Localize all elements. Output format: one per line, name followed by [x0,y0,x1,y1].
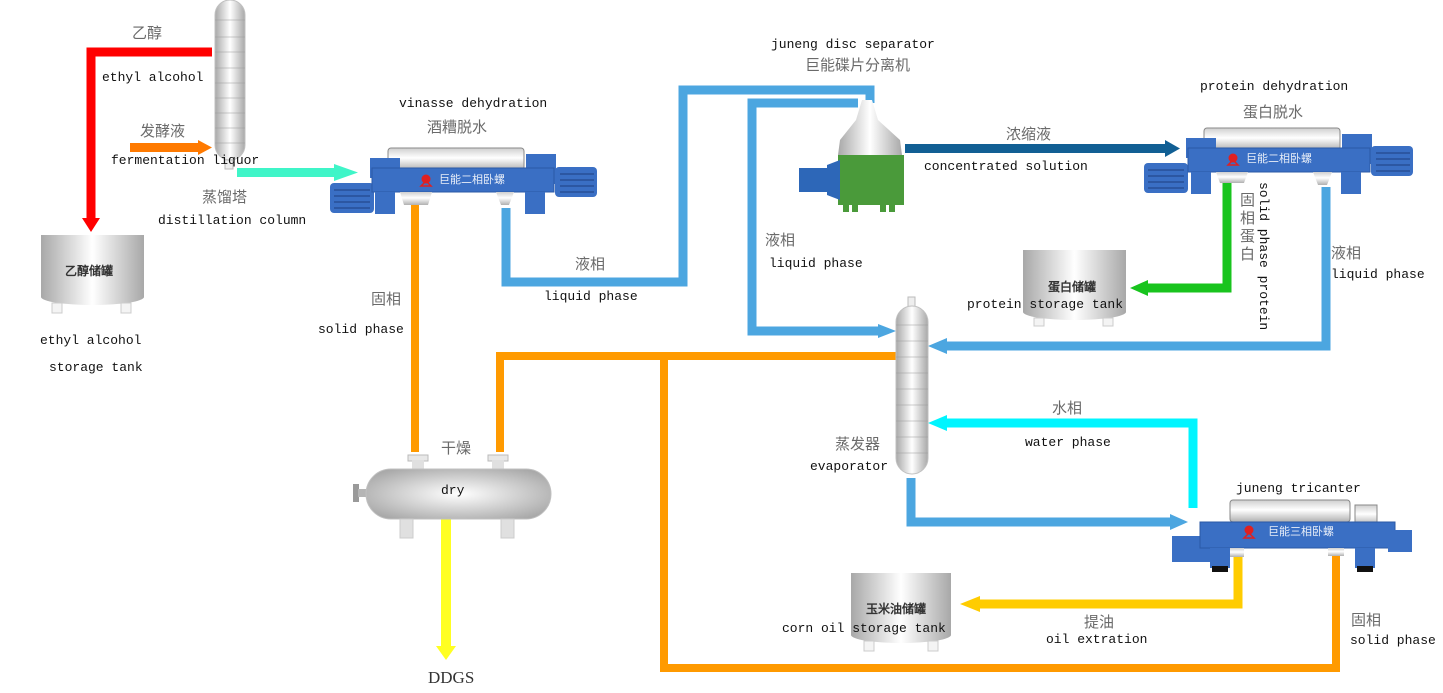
label-vinasse-decanter-cn: 酒糟脱水 [427,118,487,136]
pipe-water-phase [928,415,1198,508]
distillation-column[interactable] [214,0,246,170]
label-oil-cn: 提油 [1084,613,1114,631]
label-protein-tank-cn: 蛋白储罐 [1048,279,1096,294]
label-protein-decanter-en: protein dehydration [1200,79,1348,94]
label-protein-solid-cn: 固相蛋白 [1240,191,1255,263]
label-dryer-cn: 干燥 [441,439,471,457]
label-ethanol-tank-cn: 乙醇储罐 [65,263,113,278]
pipe-protein-solid [1130,183,1232,296]
label-vinasse-solid-en: solid phase [318,322,404,337]
label-concentrate-en: concentrated solution [924,159,1088,174]
label-vinasse-solid-cn: 固相 [371,290,401,308]
label-vinasse-liquid-en: liquid phase [544,289,638,304]
label-ethanol-tank-en-2: storage tank [49,360,143,375]
label-distillation-column-en: distillation column [158,213,306,228]
label-ethanol-cn: 乙醇 [132,24,162,42]
label-disc-separator-en: juneng disc separator [771,37,935,52]
label-corn-oil-tank-en: corn oil storage tank [782,621,946,636]
label-tricanter-solid-en: solid phase [1350,633,1436,648]
label-ddgs: DDGS [428,668,474,687]
label-evaporator-cn: 蒸发器 [835,435,880,453]
pipe-tricanter-solid [660,356,1340,672]
pipe-evaporator-out [906,478,1188,530]
dryer[interactable] [353,454,552,539]
label-dryer-en: dry [441,483,465,498]
pipe-fermentation-liquor [130,140,212,155]
label-separator-liquid-en: liquid phase [769,256,863,271]
evaporator[interactable] [895,296,929,475]
label-separator-liquid-cn: 液相 [765,231,795,249]
label-protein-liquid-cn: 液相 [1331,244,1361,262]
label-disc-separator-cn: 巨能碟片分离机 [805,56,910,74]
label-tricanter-en: juneng tricanter [1236,481,1361,496]
protein-storage-tank[interactable] [1023,250,1126,327]
pipe-solid-recycle [496,352,898,452]
label-protein-solid-en: solid phase protein [1256,182,1271,330]
protein-decanter-centrifuge[interactable] [1144,127,1413,194]
pipe-separator-liquid [747,98,896,338]
label-corn-oil-tank-cn: 玉米油储罐 [866,601,926,616]
label-oil-en: oil extration [1046,632,1147,647]
disc-separator[interactable] [799,100,904,212]
label-evaporator-en: evaporator [810,459,888,474]
label-concentrate-cn: 浓缩液 [1006,125,1051,143]
label-water-phase-en: water phase [1025,435,1111,450]
label-protein-decanter-logo: 巨能二相卧螺 [1246,151,1312,165]
label-fermentation-en: fermentation liquor [111,153,259,168]
pipe-vinasse-liquid [501,85,875,287]
ethanol-storage-tank[interactable] [41,235,144,314]
pipe-feed [237,164,358,181]
label-protein-decanter-cn: 蛋白脱水 [1243,103,1303,121]
label-distillation-column-cn: 蒸馏塔 [202,188,247,206]
pipe-oil [960,555,1243,612]
label-ethanol-en: ethyl alcohol [102,70,204,85]
corn-oil-storage-tank[interactable] [851,573,951,652]
label-tricanter-solid-cn: 固相 [1351,611,1381,629]
label-protein-liquid-en: liquid phase [1331,267,1425,282]
label-vinasse-liquid-cn: 液相 [575,255,605,273]
label-water-phase-cn: 水相 [1052,399,1082,417]
pipe-ethanol [82,47,212,232]
pipe-concentrate [905,140,1180,157]
label-fermentation-cn: 发酵液 [140,122,185,140]
label-ethanol-tank-en-1: ethyl alcohol [40,333,142,348]
pipe-protein-liquid [928,187,1331,354]
label-vinasse-decanter-en: vinasse dehydration [399,96,547,111]
label-vinasse-decanter-logo: 巨能二相卧螺 [439,172,505,186]
label-tricanter-logo: 巨能三相卧螺 [1268,524,1334,538]
pipe-ddgs [436,518,456,660]
vinasse-decanter-centrifuge[interactable] [330,147,597,214]
tricanter-centrifuge[interactable] [1172,499,1412,572]
label-protein-tank-en: protein storage tank [967,297,1123,312]
